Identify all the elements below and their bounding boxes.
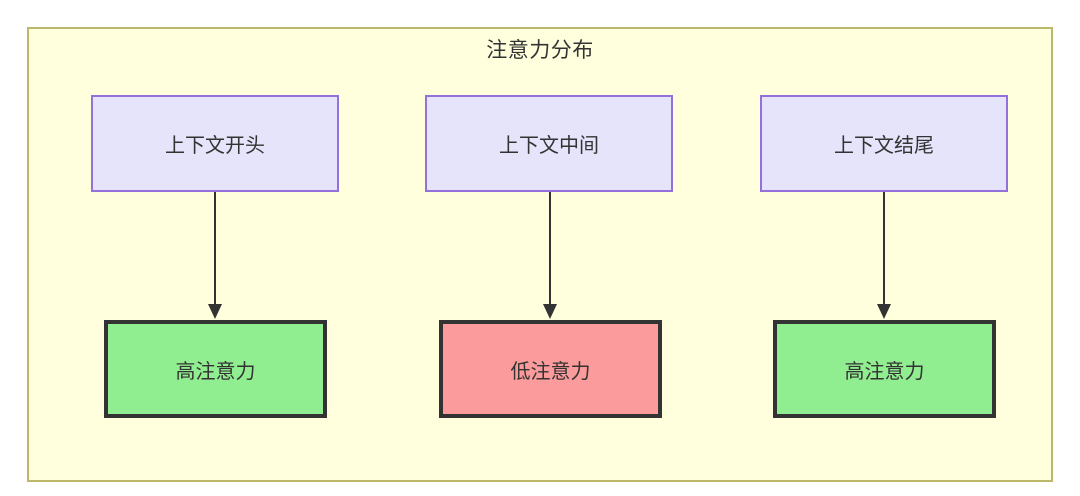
node-attention-start-label: 高注意力 xyxy=(175,358,256,383)
node-attention-end[interactable]: 高注意力 xyxy=(773,320,996,418)
edge-middle-to-low-attention xyxy=(542,192,558,320)
node-context-middle-label: 上下文中间 xyxy=(499,133,599,157)
diagram-subgraph-container: 注意力分布 上下文开头 高注意力 上下文中间 低注意力 xyxy=(27,27,1053,482)
edge-start-to-high-attention xyxy=(207,192,223,320)
node-context-end-label: 上下文结尾 xyxy=(834,133,934,157)
node-attention-end-label: 高注意力 xyxy=(844,358,925,383)
node-context-start[interactable]: 上下文开头 xyxy=(91,95,339,192)
node-attention-middle[interactable]: 低注意力 xyxy=(439,320,662,418)
node-attention-start[interactable]: 高注意力 xyxy=(104,320,327,418)
diagram-title: 注意力分布 xyxy=(486,38,594,62)
node-attention-middle-label: 低注意力 xyxy=(510,358,591,383)
edge-end-to-high-attention xyxy=(876,192,892,320)
node-context-end[interactable]: 上下文结尾 xyxy=(760,95,1008,192)
node-context-start-label: 上下文开头 xyxy=(165,133,265,157)
node-context-middle[interactable]: 上下文中间 xyxy=(425,95,673,192)
